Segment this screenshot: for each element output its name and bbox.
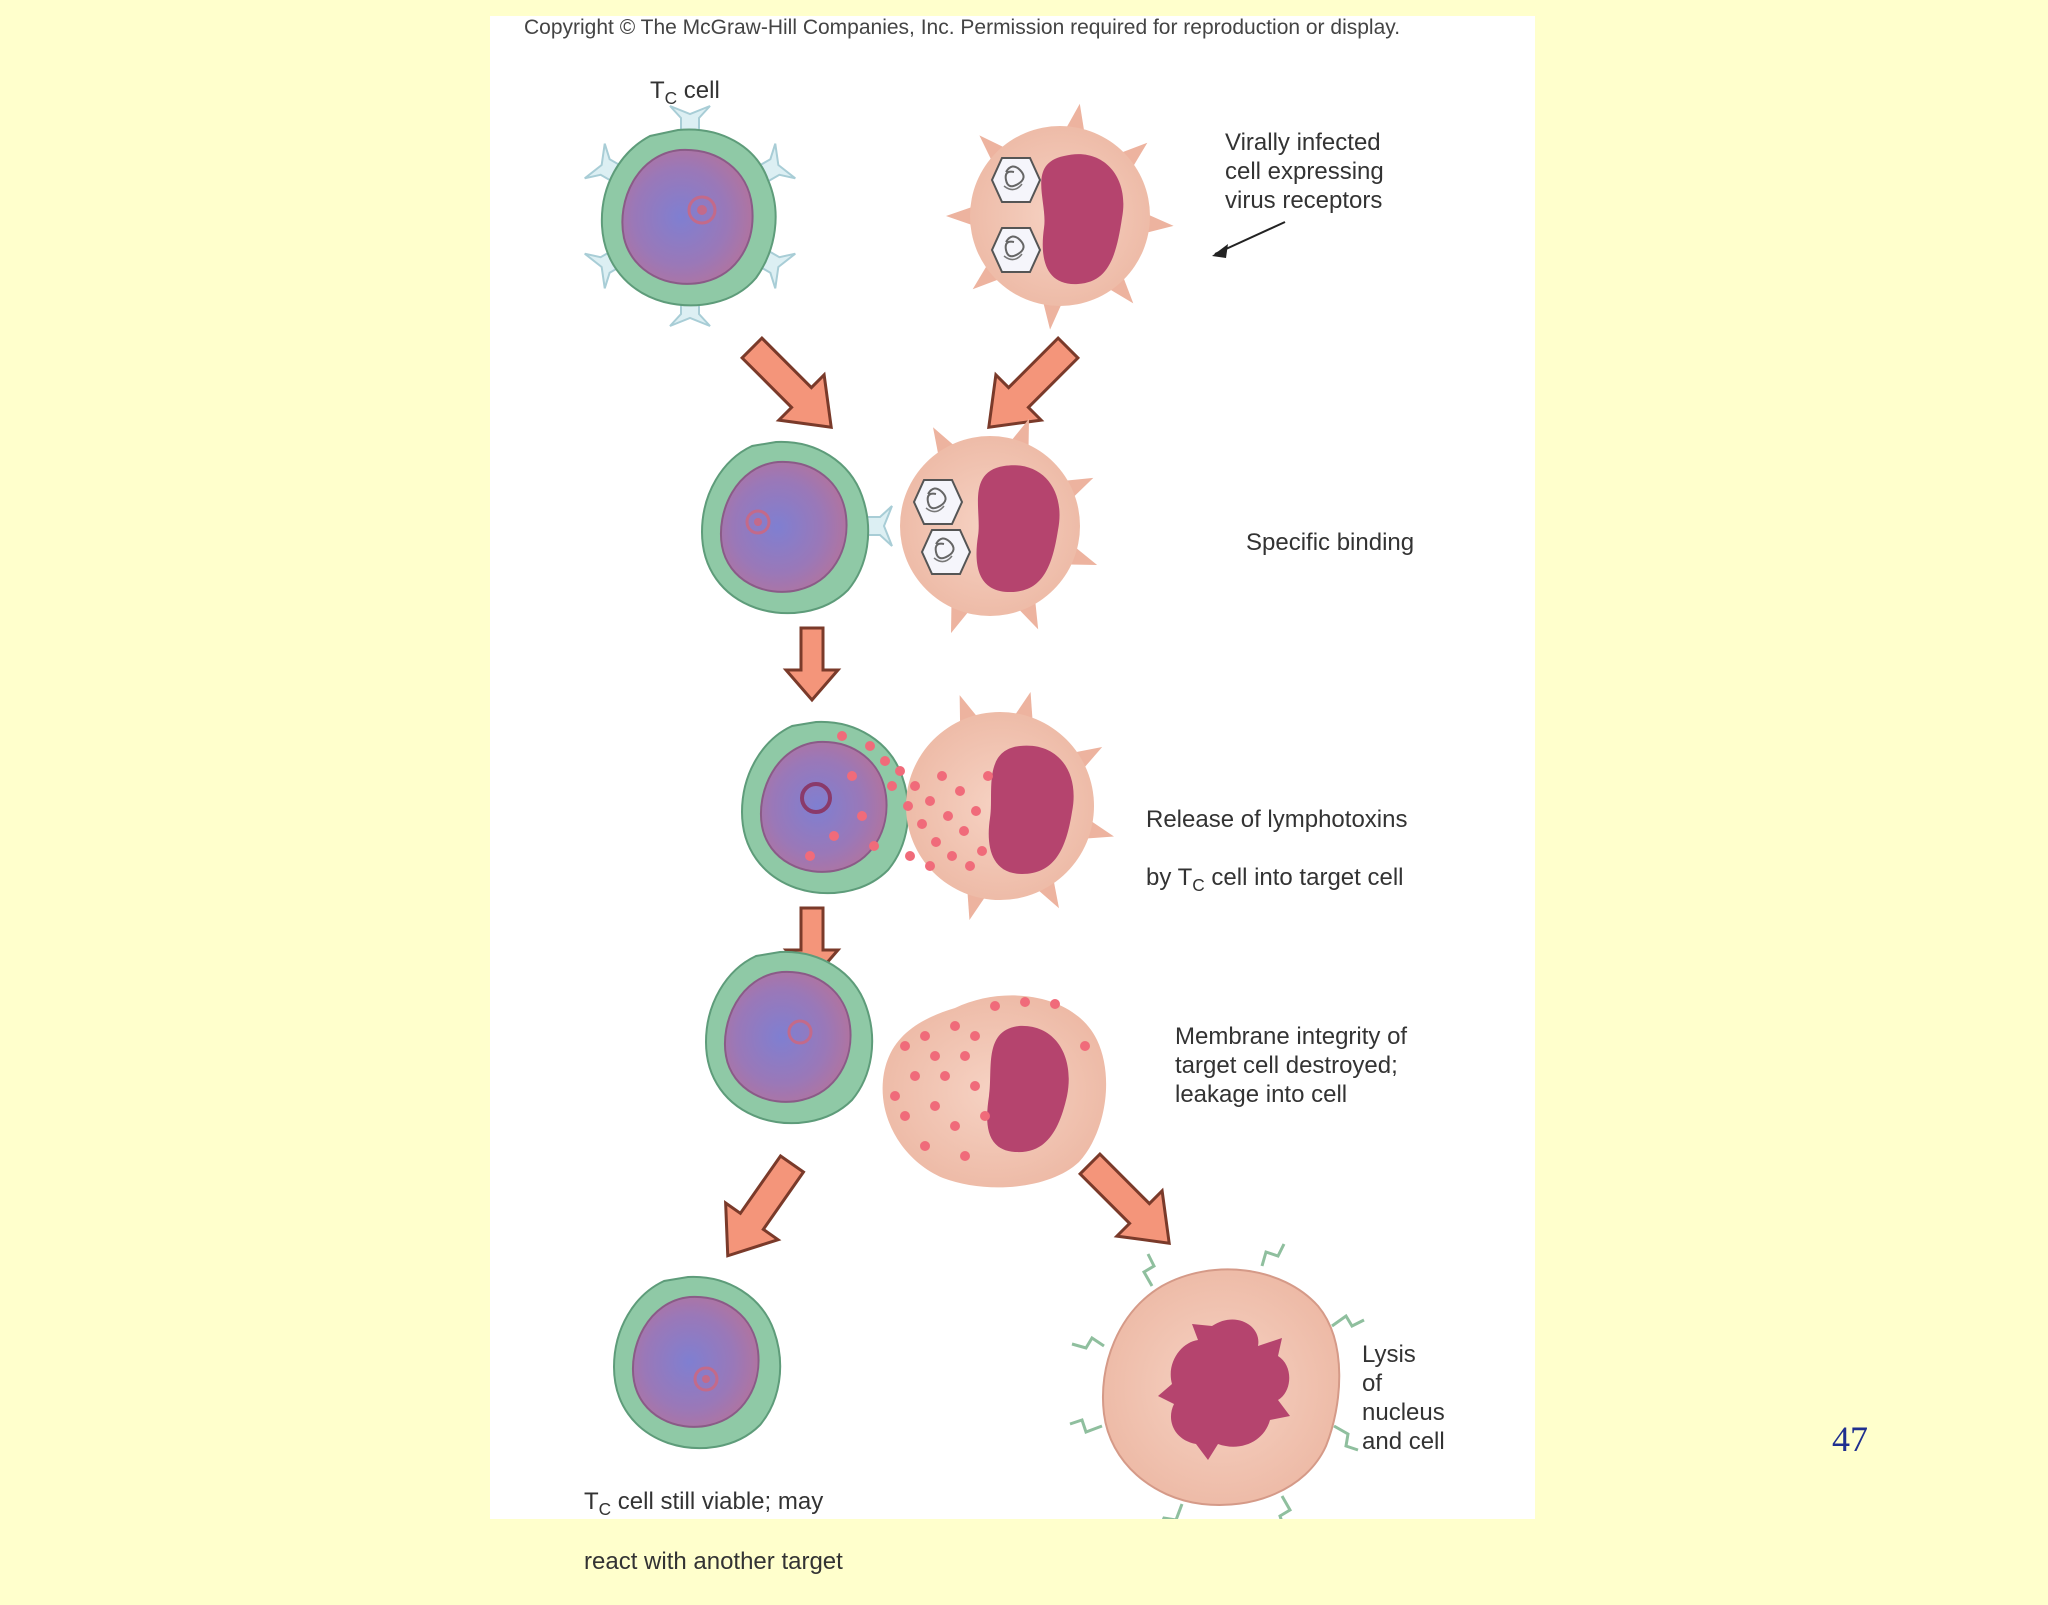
tc-cell-lysis-diagram: Copyright © The McGraw-Hill Companies, I…: [490, 16, 1535, 1575]
label-tc-viable: TC cell still viable; may react with ano…: [584, 1488, 843, 1575]
virus-icon: [921, 529, 971, 575]
tc-nucleus: [720, 460, 848, 593]
tc-cell-binding: [700, 440, 893, 615]
target-nucleus: [988, 745, 1074, 874]
membrane-fragments: [1069, 1243, 1365, 1519]
label-specific-binding: Specific binding: [1246, 529, 1415, 556]
lymphotoxin-granules: [805, 731, 993, 871]
target-nucleus: [987, 1025, 1069, 1153]
target-cell-damaged: [882, 995, 1107, 1188]
tc-nucleus: [621, 148, 754, 285]
fragmented-nucleus: [1158, 1319, 1290, 1460]
target-nucleus: [976, 465, 1060, 592]
label-release-lymphotoxins: Release of lymphotoxins by TC cell into …: [1146, 806, 1408, 896]
tc-cell-viable: [612, 1275, 782, 1450]
target-cell-binding: [900, 415, 1101, 637]
virus-icon: [913, 479, 963, 525]
label-membrane-destroyed: Membrane integrity of target cell destro…: [1175, 1023, 1408, 1108]
label-lysis: Lysis of nucleus and cell: [1362, 1341, 1445, 1455]
infected-target-cell: [946, 102, 1175, 331]
tc-cell-release: [740, 720, 910, 895]
arrow-down-left: [700, 1144, 820, 1276]
label-infected-cell: Virally infected cell expressing virus r…: [1225, 129, 1384, 214]
tc-cell-membrane-stage: [704, 950, 874, 1125]
target-cell-release: [906, 689, 1117, 923]
label-tc-cell: TC cell: [650, 77, 720, 109]
receptor-pointer-arrowhead: [1212, 244, 1228, 258]
slide-number: 47: [1832, 1419, 1868, 1459]
lysed-target-cell: [1069, 1243, 1365, 1519]
diagram-canvas: [583, 102, 1365, 1519]
copyright-notice: Copyright © The McGraw-Hill Companies, I…: [524, 16, 1401, 39]
virus-icon: [991, 227, 1041, 273]
arrow-down: [784, 626, 840, 702]
arrow-down-right: [1065, 1139, 1194, 1268]
virus-icon: [991, 157, 1041, 203]
tc-cell-initial: [583, 105, 797, 327]
target-nucleus: [1041, 154, 1124, 285]
tc-nucleolus: [687, 195, 717, 225]
arrow-down-right: [727, 323, 856, 452]
